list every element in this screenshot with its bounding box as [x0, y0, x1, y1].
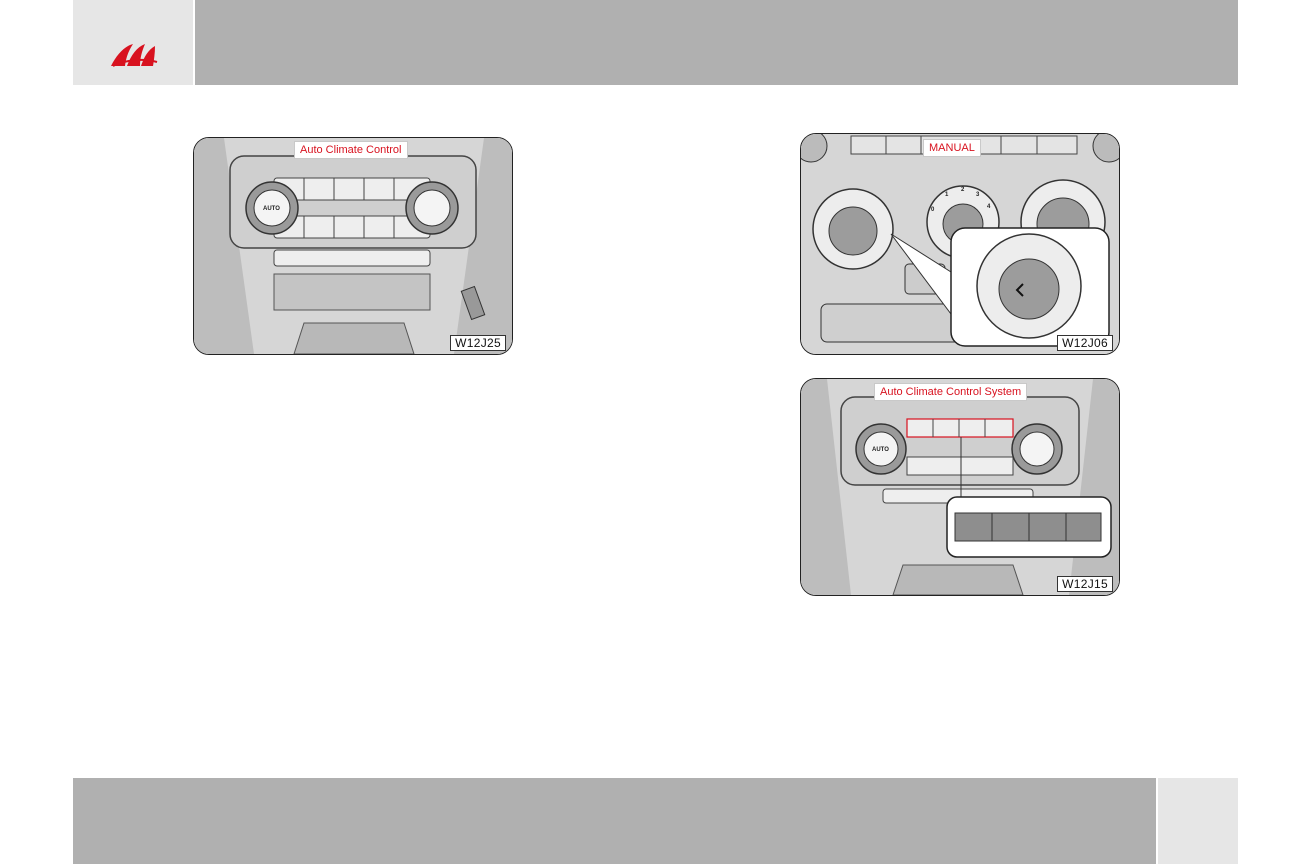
fan-dial-number: 4: [987, 204, 990, 210]
fan-dial-number: 2: [961, 187, 964, 193]
auto-knob-label: AUTO: [872, 447, 889, 453]
figure-label: MANUAL: [923, 139, 981, 157]
auto-knob-label: AUTO: [263, 206, 280, 212]
figure-manual: 0 1 2 3 4 MANUAL W12J06: [800, 133, 1120, 355]
figure-code: W12J06: [1057, 335, 1113, 351]
mahindra-logo-icon: [73, 0, 193, 85]
figure-code: W12J25: [450, 335, 506, 351]
fan-dial-number: 1: [945, 192, 948, 198]
dashboard-zoom-illustration: [801, 379, 1119, 595]
manual-controls-illustration: [801, 134, 1119, 354]
figure-code: W12J15: [1057, 576, 1113, 592]
figure-label: Auto Climate Control: [294, 141, 408, 159]
figure-label: Auto Climate Control System: [874, 383, 1027, 401]
header-logo-box: [73, 0, 193, 85]
fan-dial-number: 0: [931, 207, 934, 213]
figure-auto-climate-control-system: AUTO Auto Climate Control System W12J15: [800, 378, 1120, 596]
fan-dial-number: 3: [976, 192, 979, 198]
dashboard-illustration: [194, 138, 512, 354]
header-bar: [195, 0, 1238, 85]
figure-auto-climate-control: AUTO Auto Climate Control W12J25: [193, 137, 513, 355]
footer-page-box: [1158, 778, 1238, 864]
footer-bar: [73, 778, 1156, 864]
